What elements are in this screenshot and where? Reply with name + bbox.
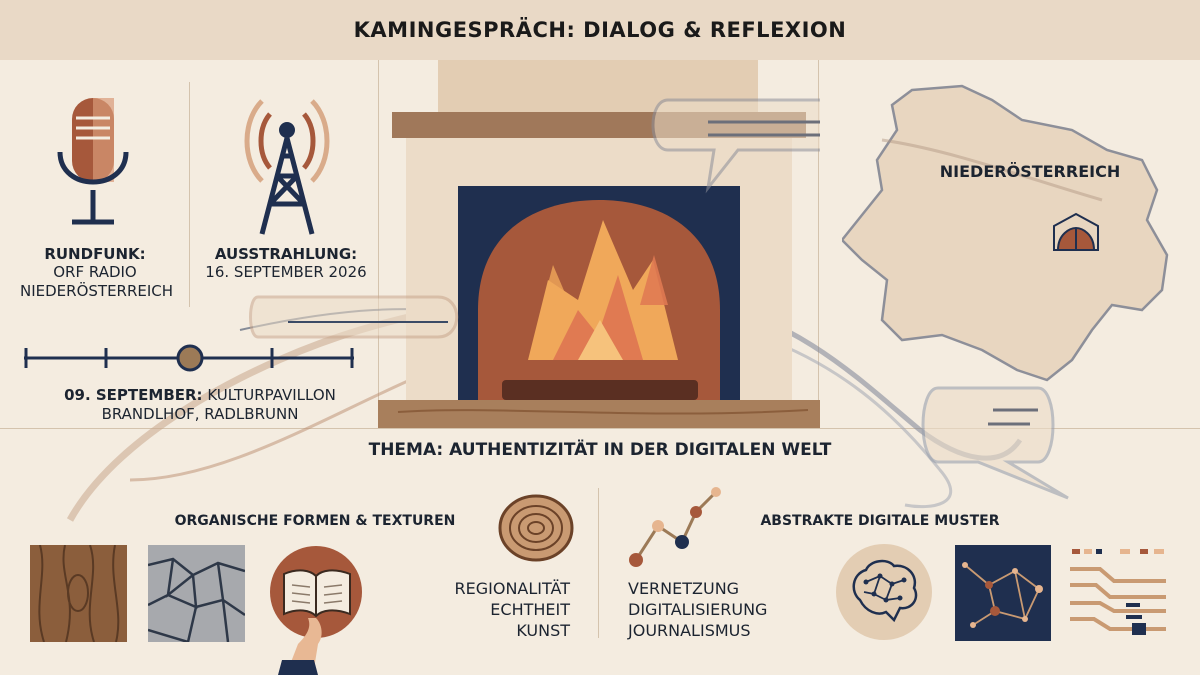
radio-tower-icon	[244, 99, 330, 235]
column-divider	[818, 60, 819, 428]
digital-heading: ABSTRAKTE DIGITALE MUSTER	[760, 513, 1000, 529]
digital-value: DIGITALISIERUNG	[628, 600, 768, 619]
organic-value: KUNST	[516, 621, 570, 640]
digital-heading-wrap: ABSTRAKTE DIGITALE MUSTER	[735, 512, 1025, 530]
map-region-label-wrap: NIEDERÖSTERREICH	[930, 162, 1130, 182]
timeline	[24, 344, 354, 372]
organic-value: ECHTHEIT	[490, 600, 570, 619]
event-place: KULTURPAVILLON	[207, 386, 336, 404]
fireplace-illustration	[378, 60, 820, 428]
speech-bubble-right	[921, 386, 1069, 500]
broadcast-station-line-1: ORF RADIO	[53, 263, 137, 281]
pavilion-icon	[1053, 212, 1099, 251]
microphone-icon	[57, 98, 129, 225]
organic-values: REGIONALITÄT ECHTHEIT KUNST	[420, 578, 571, 641]
broadcast-label: RUNDFUNK:	[44, 245, 146, 263]
tree-ring-icon	[498, 494, 574, 562]
region-map	[842, 84, 1169, 382]
brain-network-icon	[836, 544, 932, 640]
airing-date: 16. SEPTEMBER 2026	[205, 263, 367, 281]
node-network-icon	[955, 545, 1051, 641]
circuit-icon	[1070, 549, 1166, 635]
book-icon	[270, 546, 362, 675]
topic-heading: THEMA: AUTHENTIZITÄT IN DER DIGITALEN WE…	[368, 440, 832, 460]
digital-values: VERNETZUNG DIGITALISIERUNG JOURNALISMUS	[628, 578, 798, 641]
digital-value: VERNETZUNG	[628, 579, 740, 598]
broadcast-station-line-2: NIEDERÖSTERREICH	[20, 282, 174, 300]
page-title: KAMINGESPRÄCH: DIALOG & REFLEXION	[353, 18, 847, 42]
digital-value: JOURNALISMUS	[628, 621, 751, 640]
network-graph-icon	[629, 487, 721, 567]
stone-texture-icon	[148, 545, 245, 642]
column-divider	[598, 488, 599, 638]
airing-label: AUSSTRAHLUNG:	[214, 245, 358, 263]
event-place-line-2: BRANDLHOF, RADLBRUNN	[101, 405, 299, 423]
organic-value: REGIONALITÄT	[454, 579, 571, 598]
broadcast-block: RUNDFUNK: ORF RADIO NIEDERÖSTERREICH	[20, 245, 174, 301]
organic-heading-wrap: ORGANISCHE FORMEN & TEXTUREN	[170, 512, 460, 530]
event-date: 09. SEPTEMBER:	[64, 386, 203, 404]
topic-wrap: THEMA: AUTHENTIZITÄT IN DER DIGITALEN WE…	[0, 440, 1200, 460]
airing-block: AUSSTRAHLUNG: 16. SEPTEMBER 2026	[196, 245, 376, 282]
event-block: 09. SEPTEMBER: KULTURPAVILLON BRANDLHOF,…	[40, 386, 360, 424]
title-bar: KAMINGESPRÄCH: DIALOG & REFLEXION	[0, 0, 1200, 60]
speech-bubble-left	[249, 295, 459, 339]
wood-texture-icon	[30, 545, 127, 642]
map-region-label: NIEDERÖSTERREICH	[939, 162, 1121, 181]
section-divider	[0, 428, 1200, 429]
organic-heading: ORGANISCHE FORMEN & TEXTUREN	[174, 513, 456, 529]
column-divider	[189, 82, 190, 307]
column-divider	[378, 60, 379, 428]
